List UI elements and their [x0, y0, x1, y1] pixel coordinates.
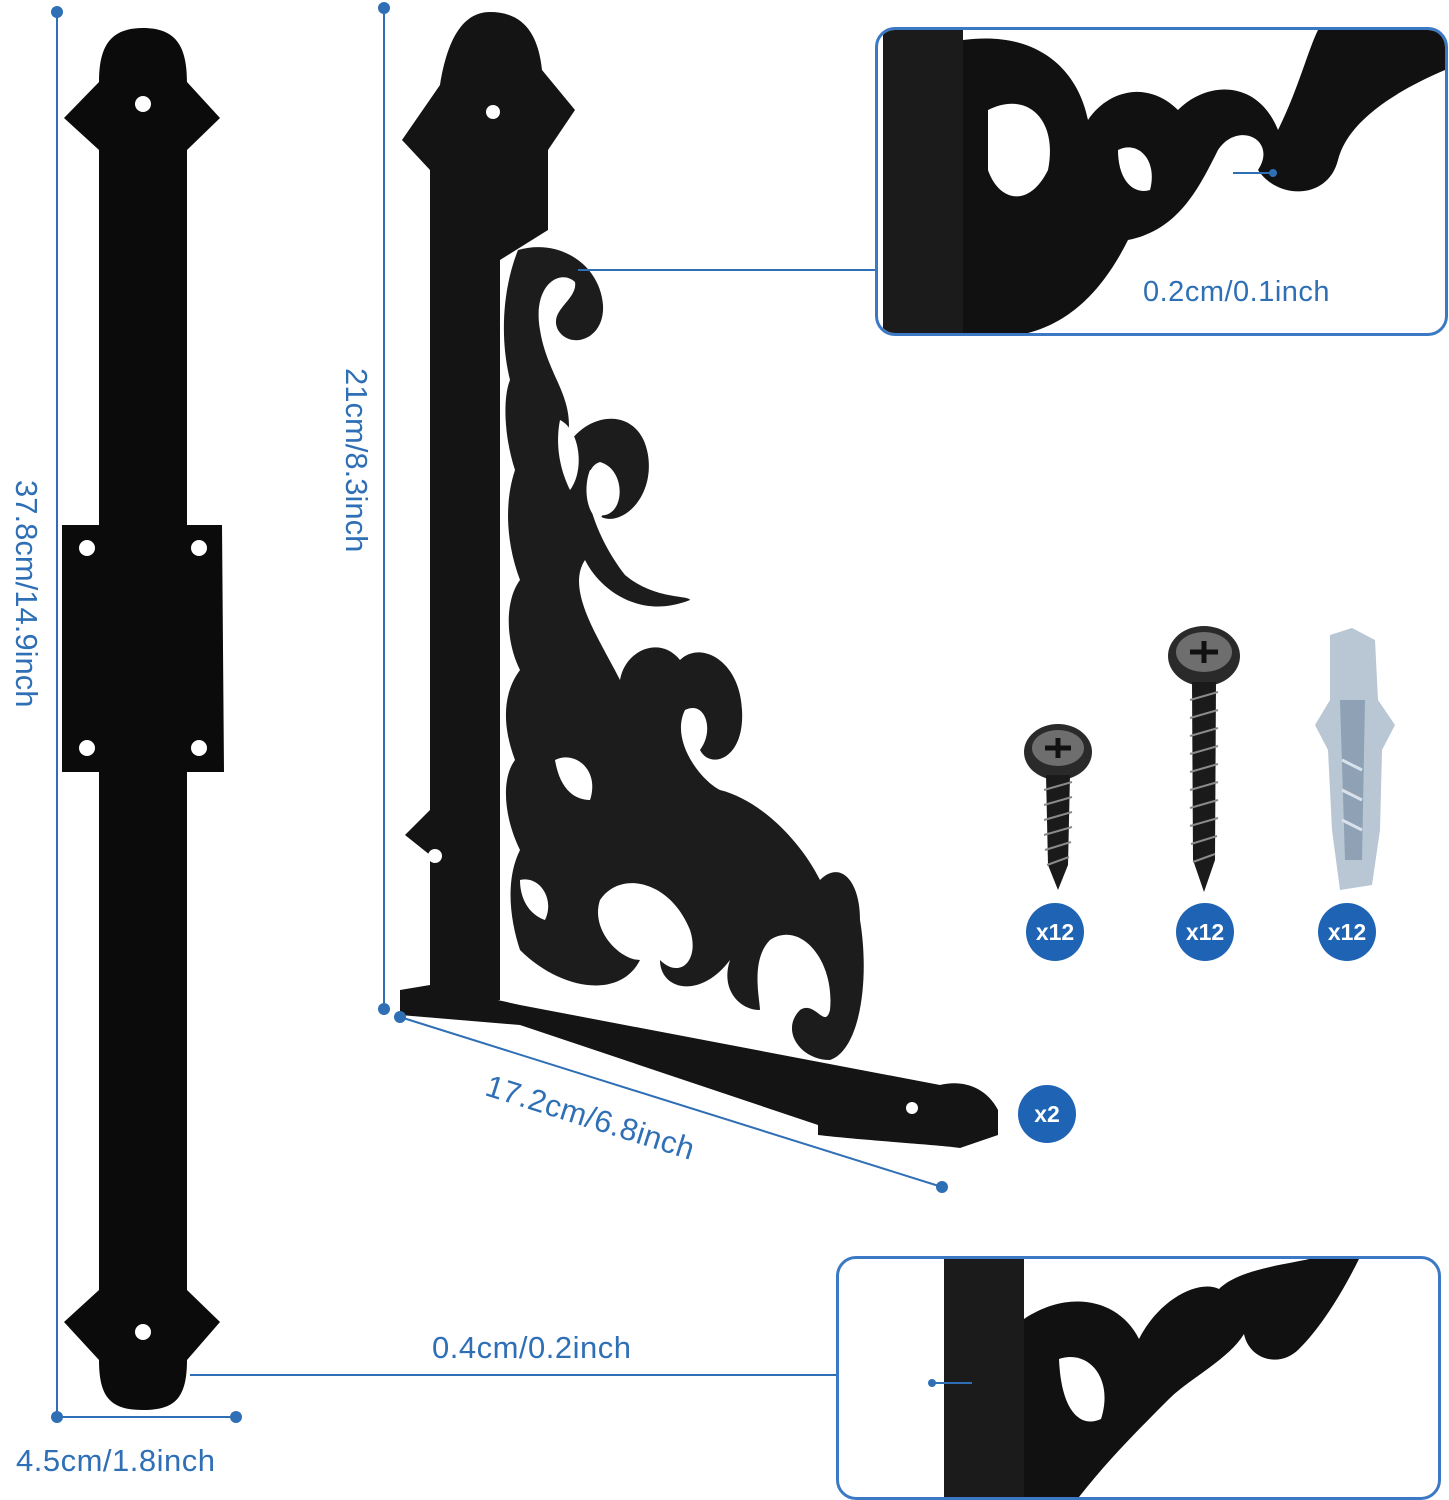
short-screw	[1024, 724, 1092, 890]
strap	[62, 28, 224, 1410]
bracket	[400, 12, 998, 1148]
detail-zoom-bottom	[836, 1256, 1441, 1500]
bracket-dimension-lines	[378, 2, 948, 1193]
long-screw	[1168, 626, 1240, 892]
detail-bottom-thickness-label: 0.4cm/0.2inch	[432, 1330, 632, 1365]
detail-top-marker	[1233, 169, 1277, 177]
detail-zoom-bottom-image	[944, 1259, 1359, 1497]
bracket-height-label: 21cm/8.3inch	[339, 368, 374, 553]
detail-top-thickness-label: 0.2cm/0.1inch	[1143, 276, 1331, 308]
detail-zoom-top-image	[883, 30, 1445, 333]
short-screw-quantity-badge: x12	[1026, 903, 1084, 961]
strap-width-label: 4.5cm/1.8inch	[16, 1443, 216, 1478]
long-screw-quantity-badge: x12	[1176, 903, 1234, 961]
anchor-quantity-badge: x12	[1318, 903, 1376, 961]
bracket-quantity-badge: x2	[1018, 1085, 1076, 1143]
wall-anchor	[1315, 628, 1395, 890]
detail-zoom-top: 0.2cm/0.1inch	[875, 27, 1448, 336]
detail-bottom-marker	[928, 1379, 972, 1387]
strap-length-label: 37.8cm/14.9inch	[9, 480, 44, 708]
strap-dimension-lines	[51, 6, 836, 1423]
